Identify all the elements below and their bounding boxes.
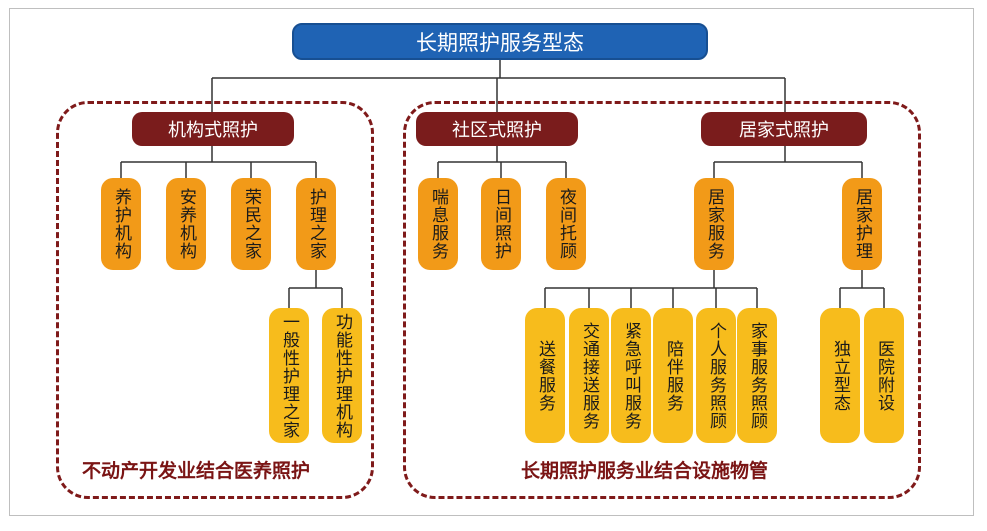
category-community: 社区式照护 <box>416 112 578 146</box>
institutional-region <box>56 101 374 499</box>
category-home: 居家式照护 <box>701 112 867 146</box>
node-hospital-affiliated: 医院附设 <box>864 308 904 443</box>
node-day-care: 日间照护 <box>481 178 521 270</box>
node-night-care: 夜间托顾 <box>546 178 586 270</box>
node-veterans-home: 荣民之家 <box>231 178 271 270</box>
node-housekeeping-care: 家事服务照顾 <box>737 308 777 443</box>
node-nursing-home: 护理之家 <box>296 178 336 270</box>
root-node: 长期照护服务型态 <box>292 23 708 60</box>
node-companion-service: 陪伴服务 <box>653 308 693 443</box>
node-transport-service: 交通接送服务 <box>569 308 609 443</box>
community-home-region <box>403 101 921 499</box>
node-home-nursing: 居家护理 <box>842 178 882 270</box>
region-label-left: 不动产开发业结合医养照护 <box>82 460 311 482</box>
node-functional-nursing-institution: 功能性护理机构 <box>322 308 362 443</box>
node-meal-delivery: 送餐服务 <box>525 308 565 443</box>
node-home-service: 居家服务 <box>694 178 734 270</box>
node-general-nursing-home: 一般性护理之家 <box>269 308 309 443</box>
node-respite-service: 喘息服务 <box>418 178 458 270</box>
diagram-frame <box>9 8 974 516</box>
category-institutional: 机构式照护 <box>132 112 294 146</box>
node-personal-care: 个人服务照顾 <box>696 308 736 443</box>
region-label-right: 长期照护服务业结合设施物管 <box>521 460 769 482</box>
node-nursing-care-institution: 养护机构 <box>101 178 141 270</box>
node-independent-type: 独立型态 <box>820 308 860 443</box>
node-emergency-call: 紧急呼叫服务 <box>611 308 651 443</box>
node-elderly-home: 安养机构 <box>166 178 206 270</box>
